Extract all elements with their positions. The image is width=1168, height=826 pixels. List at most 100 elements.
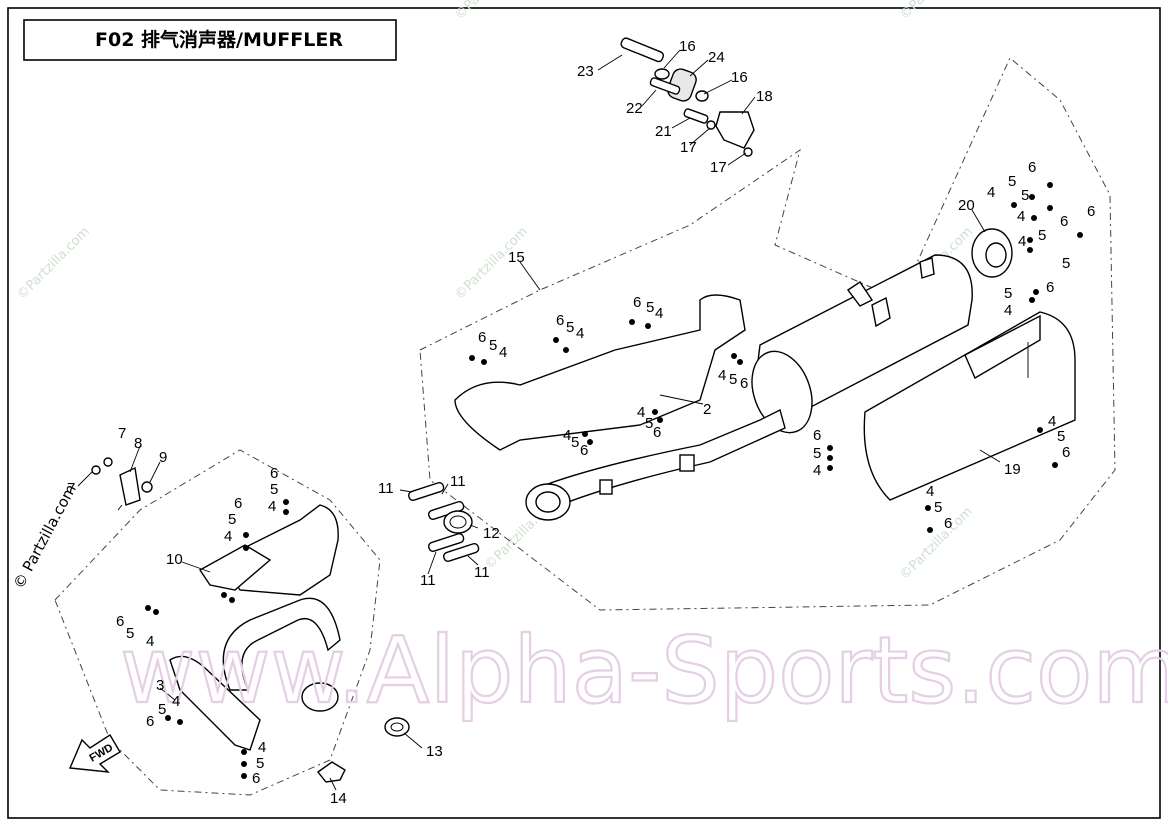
- pipe-clamp: [599, 479, 613, 495]
- spring-11: [442, 542, 480, 562]
- callout-12: 12: [483, 525, 500, 542]
- callout-6: 6: [1046, 279, 1054, 296]
- callout-5: 5: [571, 434, 579, 451]
- heat-shield-19-flange: [964, 314, 1041, 380]
- callout-4: 4: [655, 305, 663, 322]
- heat-shield-19: [863, 311, 1076, 501]
- callout-5: 5: [270, 481, 278, 498]
- callout-6: 6: [1087, 203, 1095, 220]
- muffler-tab: [919, 257, 935, 279]
- callout-4: 4: [1048, 413, 1056, 430]
- callout-5: 5: [1062, 255, 1070, 272]
- callout-5: 5: [645, 415, 653, 432]
- callout-23: 23: [577, 63, 594, 80]
- sheet-border: [7, 7, 1161, 819]
- callout-6: 6: [1060, 213, 1068, 230]
- muffler-inlet-cone: [751, 350, 813, 434]
- callout-5: 5: [813, 445, 821, 462]
- bolt-7: [91, 465, 101, 475]
- callout-6: 6: [252, 770, 260, 787]
- pipe-clamp: [679, 454, 695, 472]
- callout-6: 6: [944, 515, 952, 532]
- diagram-title: F02 排气消声器/MUFFLER: [95, 28, 343, 51]
- header-pipe: [222, 597, 341, 691]
- header-flange: [301, 682, 339, 712]
- muffler-assembly: [454, 228, 1076, 521]
- callout-14: 14: [330, 790, 347, 807]
- gasket-13-inner: [390, 722, 404, 732]
- callout-5: 5: [489, 337, 497, 354]
- callout-4: 4: [1018, 233, 1026, 250]
- sleeve-22: [649, 77, 681, 95]
- heat-shield-10: [198, 544, 272, 591]
- callout-16: 16: [679, 38, 696, 55]
- callout-4: 4: [718, 367, 726, 384]
- watermark-partzilla: ©Partzilla.com: [897, 504, 976, 583]
- callout-5: 5: [566, 319, 574, 336]
- callout-6: 6: [633, 294, 641, 311]
- spring-11: [407, 481, 445, 501]
- callout-4: 4: [576, 325, 584, 342]
- callout-6: 6: [116, 613, 124, 630]
- heat-shield-15: [454, 294, 746, 451]
- callout-5: 5: [1004, 285, 1012, 302]
- callout-labels: 23 16 24 16 22 18 21 17 17 15 20 6 4 5 5…: [67, 38, 1095, 807]
- watermark-partzilla: ©Partzilla.com: [897, 0, 976, 23]
- callout-11: 11: [420, 572, 436, 589]
- muffler-bracket: [846, 281, 874, 307]
- muffler-group-outline: [419, 57, 1116, 611]
- callout-10: 10: [166, 551, 183, 568]
- bolt-7: [103, 457, 113, 467]
- callout-5: 5: [126, 625, 134, 642]
- callout-4: 4: [499, 344, 507, 361]
- callout-4: 4: [1017, 208, 1025, 225]
- callout-6: 6: [653, 424, 661, 441]
- callout-5: 5: [256, 755, 264, 772]
- bracket-8: [119, 466, 141, 506]
- callout-6: 6: [146, 713, 154, 730]
- callout-7: 7: [118, 425, 126, 442]
- callout-5: 5: [1008, 173, 1016, 190]
- callout-4: 4: [563, 427, 571, 444]
- springs-gaskets: [407, 481, 480, 562]
- callout-17: 17: [710, 159, 727, 176]
- nut-9: [141, 481, 153, 493]
- callout-5: 5: [934, 499, 942, 516]
- sleeve-21: [683, 108, 709, 124]
- gasket-12-inner: [449, 515, 467, 529]
- bolt-23: [620, 37, 664, 63]
- end-cap-20-outlet: [985, 242, 1007, 268]
- callout-8: 8: [134, 435, 142, 452]
- fasteners: [145, 182, 1083, 779]
- callout-6: 6: [234, 495, 242, 512]
- callout-4: 4: [926, 483, 934, 500]
- callout-5: 5: [1057, 428, 1065, 445]
- callout-24: 24: [708, 49, 725, 66]
- callout-6: 6: [478, 329, 486, 346]
- callout-5: 5: [228, 511, 236, 528]
- watermark-alpha-sports: www.Alpha-Sports.com: [120, 617, 1168, 724]
- leader-lines: [77, 49, 1029, 791]
- watermark-partzilla: ©Partzilla.com: [14, 224, 93, 303]
- watermark-partzilla-side: © Partzilla.com: [10, 481, 80, 592]
- washer-16: [654, 68, 670, 80]
- title-box: F02 排气消声器/MUFFLER: [23, 19, 397, 61]
- bracket-18: [715, 111, 755, 149]
- partzilla-watermarks: ©Partzilla.com ©Partzilla.com ©Partzilla…: [10, 0, 976, 592]
- mid-pipe-opening: [535, 491, 561, 513]
- callout-5: 5: [1038, 227, 1046, 244]
- stud-14: [316, 761, 346, 783]
- callout-4: 4: [268, 498, 276, 515]
- callout-5: 5: [1021, 187, 1029, 204]
- callout-5: 5: [646, 299, 654, 316]
- watermark-partzilla: ©Partzilla.com: [452, 0, 531, 23]
- callout-22: 22: [626, 100, 643, 117]
- callout-6: 6: [813, 427, 821, 444]
- callout-4: 4: [987, 184, 995, 201]
- callout-4: 4: [146, 633, 154, 650]
- callout-6: 6: [1062, 444, 1070, 461]
- callout-4: 4: [813, 462, 821, 479]
- callout-19: 19: [1004, 461, 1021, 478]
- callout-4: 4: [258, 739, 266, 756]
- nut-17: [743, 147, 753, 157]
